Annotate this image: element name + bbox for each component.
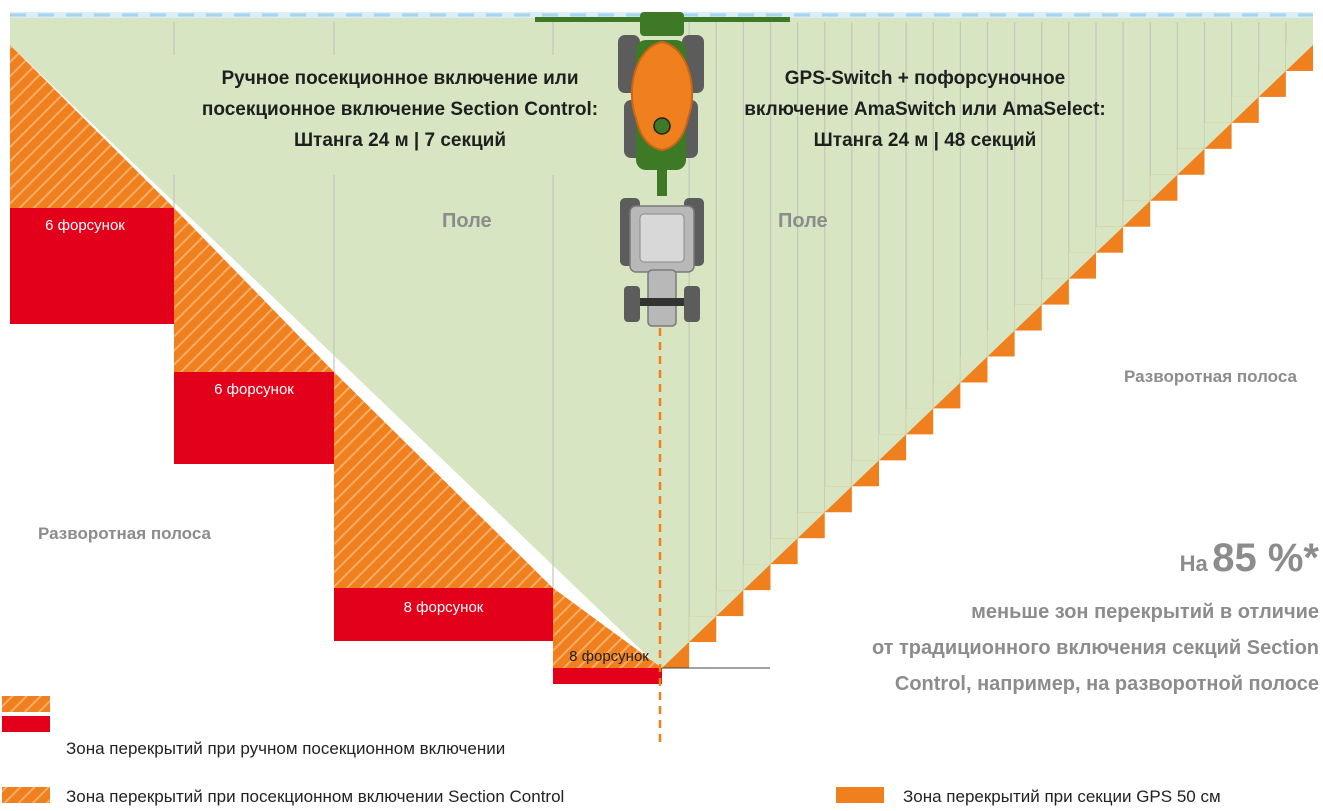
benefit-value: 85 %*	[1212, 536, 1319, 580]
field-step-cover	[851, 460, 879, 487]
field-step-cover	[1150, 174, 1178, 201]
field-step-cover	[1014, 304, 1042, 331]
nozzle-label-1: 6 форсунок	[45, 217, 125, 234]
left-title-line-1: Ручное посекционное включение или	[221, 68, 579, 89]
field-step-cover	[824, 486, 852, 513]
field-step-cover	[933, 382, 961, 409]
field-step-cover	[1285, 45, 1313, 71]
field-step-cover	[879, 434, 907, 461]
field-step-cover	[797, 512, 825, 539]
benefit-line-1: меньше зон перекрытий в отличие	[971, 601, 1319, 623]
red-block-1	[10, 208, 174, 324]
tractor-icon	[620, 198, 704, 327]
benefit-headline: На 85 %*	[1040, 536, 1319, 581]
legend-swatch-manual-red	[2, 716, 50, 732]
field-step-cover	[662, 642, 690, 668]
field-step-cover	[770, 538, 798, 565]
legend-section-control: Зона перекрытий при посекционном включен…	[66, 787, 565, 806]
field-step-cover	[987, 330, 1015, 357]
legend-swatch-gps	[836, 787, 884, 803]
field-step-cover	[906, 408, 934, 435]
left-field-label: Поле	[442, 210, 492, 232]
right-title-line-1: GPS-Switch + пофорсуночное	[784, 68, 1066, 89]
field-step-cover	[689, 616, 717, 643]
benefit-prefix: На	[1179, 551, 1208, 576]
field-step-cover	[960, 356, 988, 383]
left-section-lines	[173, 22, 554, 588]
field-step-cover	[1123, 200, 1151, 227]
legend-gps: Зона перекрытий при секции GPS 50 см	[903, 787, 1221, 806]
field-step-cover	[1204, 122, 1232, 149]
field-step-cover	[1177, 148, 1205, 175]
legend-swatch-manual-hatch	[2, 696, 50, 712]
field-step-cover	[743, 564, 771, 591]
field-step-cover	[1068, 252, 1096, 279]
field-step-cover	[1041, 278, 1069, 305]
right-title: GPS-Switch + пофорсуночное включение Ama…	[715, 63, 1135, 156]
right-headland-label: Разворотная полоса	[1124, 367, 1297, 386]
left-title-line-3: Штанга 24 м | 7 секций	[293, 130, 507, 151]
red-block-4	[553, 668, 662, 684]
right-field-label: Поле	[778, 210, 828, 232]
section-control-overlap	[10, 45, 662, 668]
benefit-line-2: от традиционного включения секций Sectio…	[871, 637, 1319, 659]
red-block-3	[334, 588, 553, 641]
nozzle-label-4: 8 форсунок	[569, 648, 649, 665]
nozzle-label-2: 6 форсунок	[214, 381, 294, 398]
field-step-cover	[1096, 226, 1124, 253]
legend-manual: Зона перекрытий при ручном посекционном …	[66, 739, 506, 758]
sprayer-icon	[618, 12, 704, 196]
left-title: Ручное посекционное включение или посекц…	[190, 63, 610, 156]
legend-swatch-section-control	[2, 787, 50, 803]
gps-overlap-steps	[662, 45, 1313, 668]
field-step-cover	[1231, 96, 1259, 123]
field-step-cover	[1258, 70, 1286, 97]
left-title-line-2: посекционное включение Section Control:	[201, 99, 599, 120]
field-step-cover	[716, 590, 744, 617]
right-title-line-2: включение AmaSwitch или AmaSelect:	[744, 99, 1106, 120]
red-block-2	[174, 372, 334, 464]
benefit-line-3: Control, например, на разворотной полосе	[894, 673, 1319, 695]
right-section-lines	[688, 22, 1287, 643]
right-title-line-3: Штанга 24 м | 48 секций	[813, 130, 1037, 151]
nozzle-label-3: 8 форсунок	[403, 599, 484, 616]
manual-overlap-blocks	[10, 208, 662, 684]
benefit-text: меньше зон перекрытий в отличие от тради…	[700, 594, 1319, 702]
left-headland-label: Разворотная полоса	[38, 524, 211, 543]
